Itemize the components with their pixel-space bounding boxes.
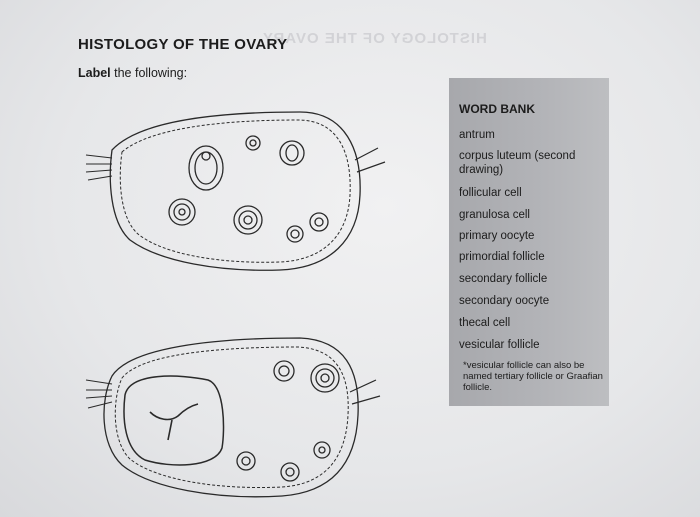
word-bank-item: vesicular follicle (459, 339, 540, 351)
instructions: Label the following: (78, 66, 188, 80)
word-bank-item: secondary oocyte (459, 295, 550, 307)
word-bank-item: granulosa cell (459, 209, 530, 221)
word-bank-item: corpus luteum (second drawing) (459, 150, 576, 176)
word-bank-item: thecal cell (459, 317, 511, 329)
word-bank-item: secondary follicle (459, 273, 548, 285)
page-title: HISTOLOGY OF THE OVARY (78, 36, 288, 53)
word-bank-panel: WORD BANK antrum corpus luteum (second d… (449, 78, 609, 406)
word-bank-item: primordial follicle (459, 251, 545, 263)
ovary-drawing-1 (85, 111, 386, 271)
word-bank-item: follicular cell (459, 187, 522, 199)
word-bank-note: *vesicular follicle can also be named te… (463, 360, 603, 393)
ovary-drawing-2 (85, 337, 381, 498)
word-bank-item: primary oocyte (459, 230, 535, 242)
word-bank-title: WORD BANK (459, 102, 535, 116)
word-bank-item: antrum (459, 129, 495, 141)
